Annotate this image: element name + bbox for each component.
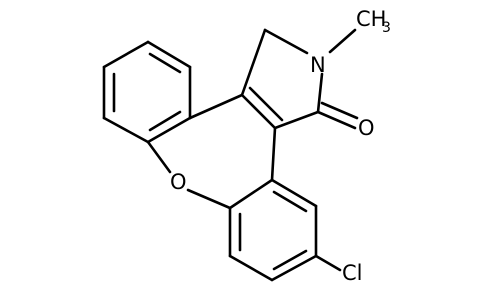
methyl-bond: [328, 28, 357, 54]
right-benzene-ring: [228, 178, 342, 282]
double-bond-inner: [272, 249, 308, 271]
bond: [102, 40, 150, 69]
bond: [240, 28, 267, 97]
nitrogen-label: N: [310, 53, 326, 77]
methyl-label: CH: [356, 7, 386, 31]
bond: [102, 116, 150, 144]
oxepine-ring-bonds: [146, 93, 277, 210]
carbonyl-bond: [316, 110, 357, 130]
double-bond-inner: [148, 52, 182, 74]
bond: [270, 126, 277, 182]
bond: [273, 110, 320, 130]
bond: [263, 28, 309, 55]
bond: [146, 116, 192, 144]
bond: [270, 254, 318, 282]
bond: [316, 72, 324, 114]
bond: [188, 93, 244, 120]
bond: [146, 140, 172, 174]
bond: [186, 188, 232, 210]
ring-oxygen-label: O: [170, 170, 187, 194]
bond: [240, 93, 277, 130]
left-benzene-ring: [102, 40, 192, 144]
bond: [228, 254, 274, 282]
pyrrolone-ring: [240, 28, 359, 130]
chlorine-label: Cl: [342, 261, 363, 285]
double-bond-outer: [248, 86, 284, 122]
double-bond-inner: [272, 190, 308, 213]
bond: [146, 40, 192, 69]
atom-labels: O N O Cl CH 3: [170, 7, 391, 285]
bond: [270, 178, 318, 208]
carbonyl-oxygen-label: O: [358, 116, 375, 140]
methyl-subscript: 3: [382, 20, 391, 36]
bond: [228, 178, 274, 210]
carbonyl-bond-double: [320, 101, 359, 120]
double-bond-inner: [148, 110, 182, 132]
chlorine-bond: [314, 254, 342, 272]
